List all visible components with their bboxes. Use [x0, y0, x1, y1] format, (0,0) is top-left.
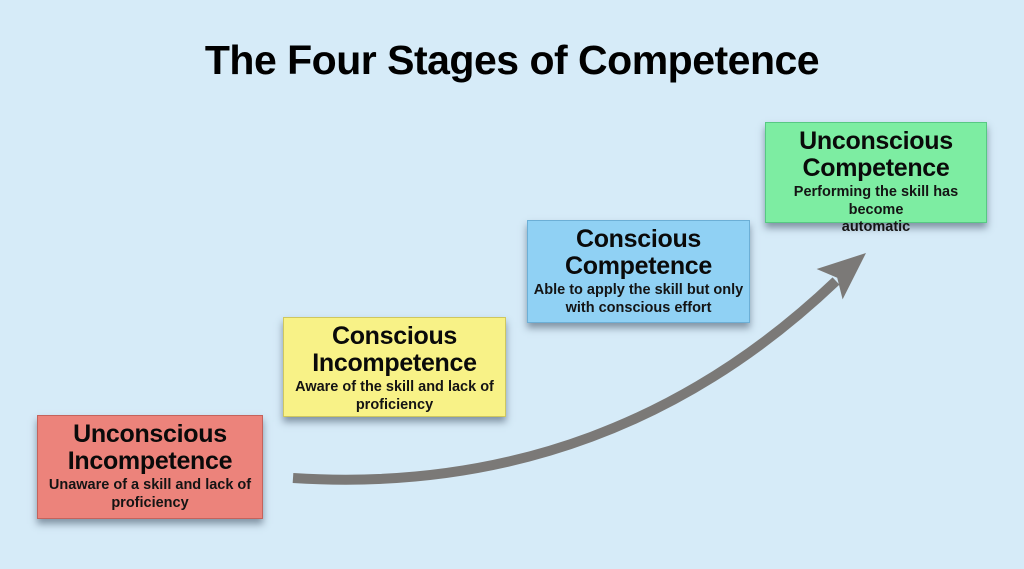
- progression-arrow-head-icon: [816, 253, 866, 300]
- stage-heading: Unconscious Incompetence: [67, 420, 233, 475]
- stage-description: Aware of the skill and lack of proficien…: [295, 379, 494, 413]
- stage-description: Unaware of a skill and lack of proficien…: [48, 477, 252, 511]
- diagram-title: The Four Stages of Competence: [204, 37, 820, 83]
- stage-box-unconscious-incompetence: Unconscious Incompetence Unaware of a sk…: [37, 415, 263, 519]
- stage-box-conscious-competence: Conscious Competence Able to apply the s…: [527, 220, 750, 323]
- stage-heading: Conscious Incompetence: [312, 322, 477, 377]
- stage-description: Able to apply the skill but only with co…: [533, 282, 744, 316]
- stage-heading: Unconscious Competence: [799, 127, 953, 182]
- stage-box-unconscious-competence: Unconscious Competence Performing the sk…: [765, 122, 987, 235]
- stage-description: Performing the skill has become automati…: [793, 184, 959, 236]
- stage-heading: Conscious Competence: [564, 225, 713, 280]
- stage-box-conscious-incompetence: Conscious Incompetence Aware of the skil…: [283, 317, 506, 417]
